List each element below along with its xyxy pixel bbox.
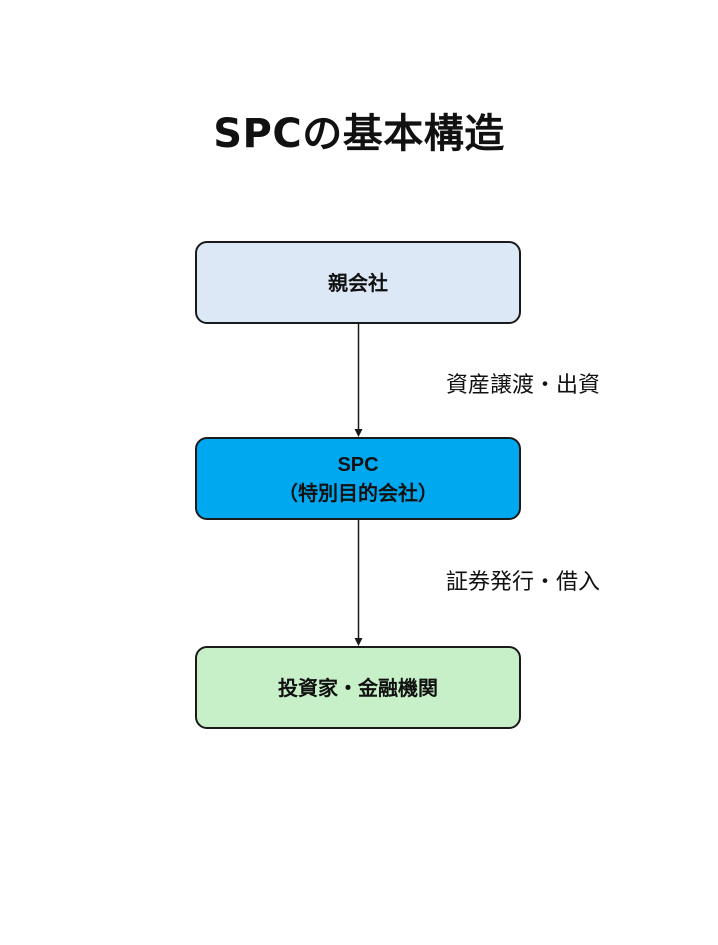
edge-label-securities-issuance: 証券発行・借入 bbox=[446, 570, 601, 595]
node-spc: SPC （特別目的会社） bbox=[195, 437, 521, 520]
node-spc-sublabel: （特別目的会社） bbox=[278, 480, 438, 505]
node-investors: 投資家・金融機関 bbox=[195, 646, 521, 729]
diagram-title: SPCの基本構造 bbox=[213, 111, 505, 157]
node-spc-label: SPC bbox=[337, 453, 379, 476]
arrow-spc-to-investors bbox=[354, 520, 363, 646]
node-parent-company: 親会社 bbox=[195, 241, 521, 324]
node-investors-label: 投資家・金融機関 bbox=[278, 675, 438, 700]
node-parent-company-label: 親会社 bbox=[328, 270, 388, 295]
arrow-parent-to-spc bbox=[354, 324, 363, 437]
edge-label-asset-transfer: 資産譲渡・出資 bbox=[446, 373, 601, 398]
